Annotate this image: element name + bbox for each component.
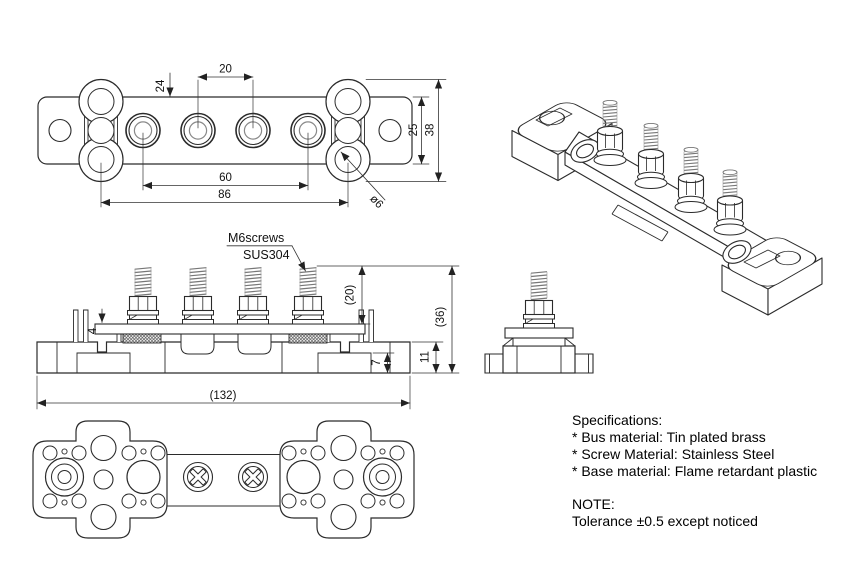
dim-11-label: 11	[420, 351, 432, 363]
side-screw	[522, 271, 556, 329]
spec-item-base: * Base material: Flame retardant plastic	[572, 463, 818, 479]
bottom-bus-edges	[167, 454, 280, 507]
front-knurl-left	[122, 333, 162, 344]
iso-base-rail	[611, 204, 669, 242]
iso-hole-left	[538, 110, 566, 126]
bottom-end-right	[279, 420, 415, 539]
front-screw-2	[181, 267, 215, 325]
dim-24-label: 24	[155, 79, 167, 92]
front-screw-3	[236, 267, 270, 325]
mount-hole-left	[48, 118, 72, 143]
callout-sus304: SUS304	[243, 248, 290, 262]
bottom-end-left	[32, 420, 168, 539]
front-phillips-2	[237, 333, 272, 355]
dim-20-label: 20	[219, 64, 232, 76]
dim-132p-label: (132)	[210, 390, 237, 402]
spec-item-bus: * Bus material: Tin plated brass	[572, 429, 766, 445]
front-inset-right	[317, 352, 372, 374]
specifications-title: Specifications:	[572, 412, 663, 428]
front-inset-left	[76, 352, 131, 374]
dim-25-label: 25	[408, 124, 420, 137]
front-phillips-1	[180, 333, 215, 355]
dim-60-label: 60	[219, 172, 232, 184]
front-knurl-right	[288, 333, 328, 344]
iso-stud-2	[634, 122, 668, 190]
front-base	[36, 341, 411, 374]
dim-20p-label: (20)	[345, 285, 357, 306]
dim-38-label: 38	[425, 124, 437, 137]
front-screw-1	[126, 267, 160, 325]
dim-36p-label: (36)	[435, 307, 447, 328]
isometric-view	[511, 99, 823, 316]
note-text: Tolerance ±0.5 except noticed	[572, 513, 758, 529]
iso-stud-1	[593, 99, 627, 167]
side-plate-support	[512, 337, 566, 347]
iso-clamp-right	[722, 240, 752, 264]
bottom-phillips-1	[182, 461, 214, 493]
spacer	[572, 480, 857, 496]
front-screw-4	[291, 267, 325, 325]
spec-item-screw: * Screw Material: Stainless Steel	[572, 446, 775, 462]
front-view-dimension-lines	[36, 245, 460, 410]
note-title: NOTE:	[572, 496, 615, 512]
iso-hole-right	[774, 250, 802, 266]
side-feet	[484, 353, 594, 374]
callout-m6screws: M6screws	[228, 231, 284, 245]
front-bus-plate	[94, 323, 366, 335]
iso-stud-4	[713, 169, 747, 236]
specifications-block: Specifications: * Bus material: Tin plat…	[572, 412, 857, 530]
side-view	[484, 271, 594, 374]
side-base	[502, 345, 576, 374]
bottom-phillips-2	[237, 461, 269, 493]
front-view: 4 (20) (36) 11 7 (132) M6screws SUS304	[36, 231, 460, 410]
mount-hole-right	[378, 118, 402, 143]
dim-4-label: 4	[87, 327, 99, 334]
dim-dia6-label: ø6	[367, 193, 385, 211]
top-view: 24 20 25 38 60 86 ø6	[37, 64, 447, 211]
dim-7-label: 7	[371, 359, 383, 365]
iso-block-right	[721, 237, 823, 316]
top-view-dimension-lines	[100, 72, 447, 208]
dim-86-label: 86	[218, 189, 231, 201]
side-bus-plate	[504, 327, 574, 339]
bottom-view	[32, 420, 415, 539]
front-side-pins	[73, 309, 374, 343]
iso-stud-3	[674, 146, 708, 214]
